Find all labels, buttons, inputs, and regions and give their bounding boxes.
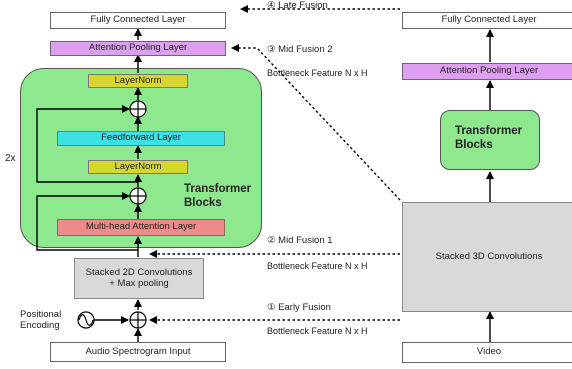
video-attention-pooling-layer: Attention Pooling Layer <box>402 63 572 80</box>
mid-fusion2-dotted <box>231 44 401 201</box>
bottleneck-early-label: Bottleneck Feature N x H <box>267 326 368 336</box>
bottleneck-mid2-label: Bottleneck Feature N x H <box>267 68 368 78</box>
video-fully-connected-layer: Fully Connected Layer <box>402 12 572 29</box>
audio-layernorm-top: LayerNorm <box>88 74 188 88</box>
audio-spectrogram-input: Audio Spectrogram Input <box>50 342 226 362</box>
video-transformer-panel <box>440 110 540 170</box>
audio-transformer-blocks-label: Transformer Blocks <box>184 183 252 209</box>
video-stacked-3d-conv: Stacked 3D Convolutions <box>402 202 572 312</box>
audio-multihead-attention-layer: Multi-head Attention Layer <box>57 219 225 236</box>
audio-fully-connected-layer: Fully Connected Layer <box>50 12 226 29</box>
audio-feedforward-layer: Feedforward Layer <box>57 131 225 146</box>
positional-encoding-label: Positional Encoding <box>20 309 62 331</box>
audio-stacked-2d-conv: Stacked 2D Convolutions + Max pooling <box>74 258 204 299</box>
mid-fusion2-label: ③ Mid Fusion 2 <box>267 44 333 55</box>
bottleneck-mid1-label: Bottleneck Feature N x H <box>267 261 368 271</box>
video-input: Video <box>402 342 572 363</box>
repeat-label: 2x <box>5 153 16 164</box>
early-fusion-label: ① Early Fusion <box>267 302 331 313</box>
residual-skip-feedforward <box>36 105 138 183</box>
residual-skip-attention <box>36 192 138 251</box>
mid-fusion1-label: ② Mid Fusion 1 <box>267 235 333 246</box>
video-transformer-blocks-label: Transformer Blocks <box>455 125 523 151</box>
audio-attention-pooling-layer: Attention Pooling Layer <box>50 41 226 56</box>
audio-transformer-panel <box>20 68 262 248</box>
audio-layernorm-bottom: LayerNorm <box>88 160 188 174</box>
late-fusion-label: ④ Late Fusion <box>267 0 328 11</box>
